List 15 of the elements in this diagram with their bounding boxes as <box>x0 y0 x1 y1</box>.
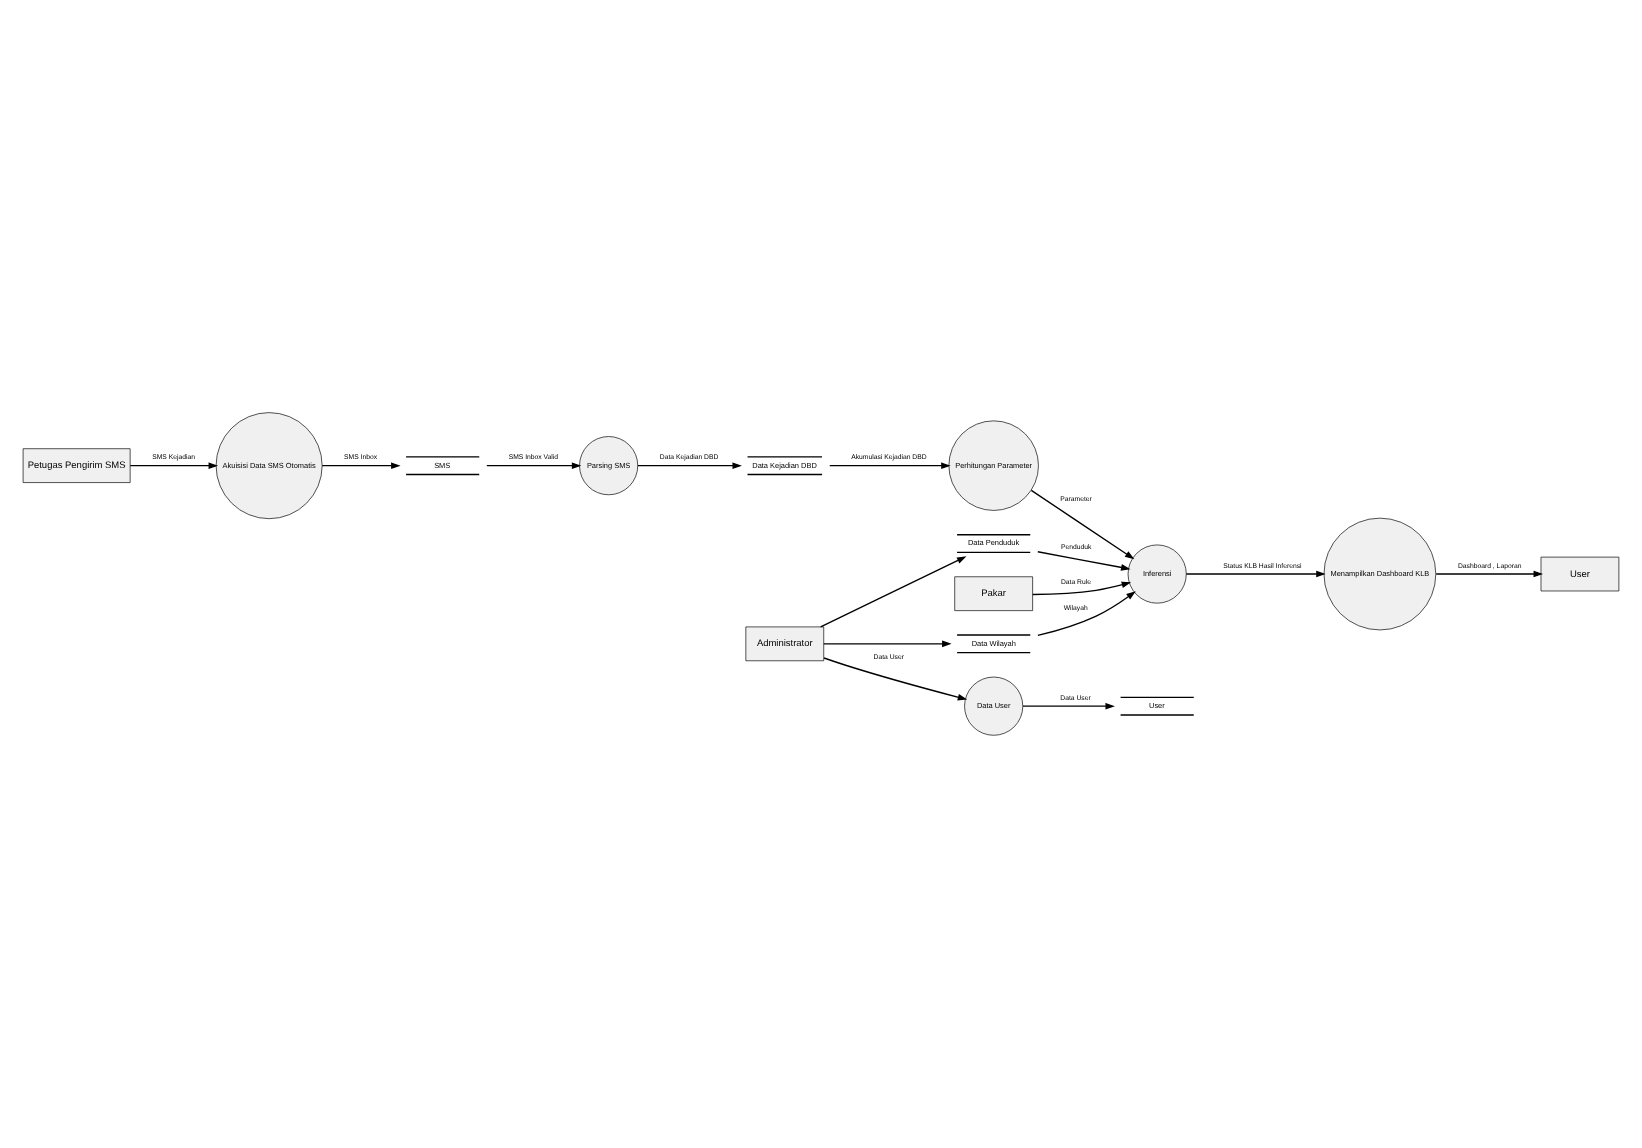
arrow <box>823 640 952 648</box>
arrow <box>1185 570 1326 578</box>
arrow <box>1022 702 1115 710</box>
arrow <box>1435 570 1544 578</box>
arrow <box>321 462 401 469</box>
arrow <box>637 462 742 469</box>
arrow <box>829 462 951 469</box>
arrow <box>823 657 968 701</box>
arrow <box>1030 489 1135 560</box>
arrow <box>1037 591 1136 637</box>
arrow <box>486 462 582 469</box>
arrow <box>1032 581 1132 596</box>
arrow <box>1037 551 1131 571</box>
arrow <box>820 556 967 628</box>
arrow <box>129 462 219 469</box>
